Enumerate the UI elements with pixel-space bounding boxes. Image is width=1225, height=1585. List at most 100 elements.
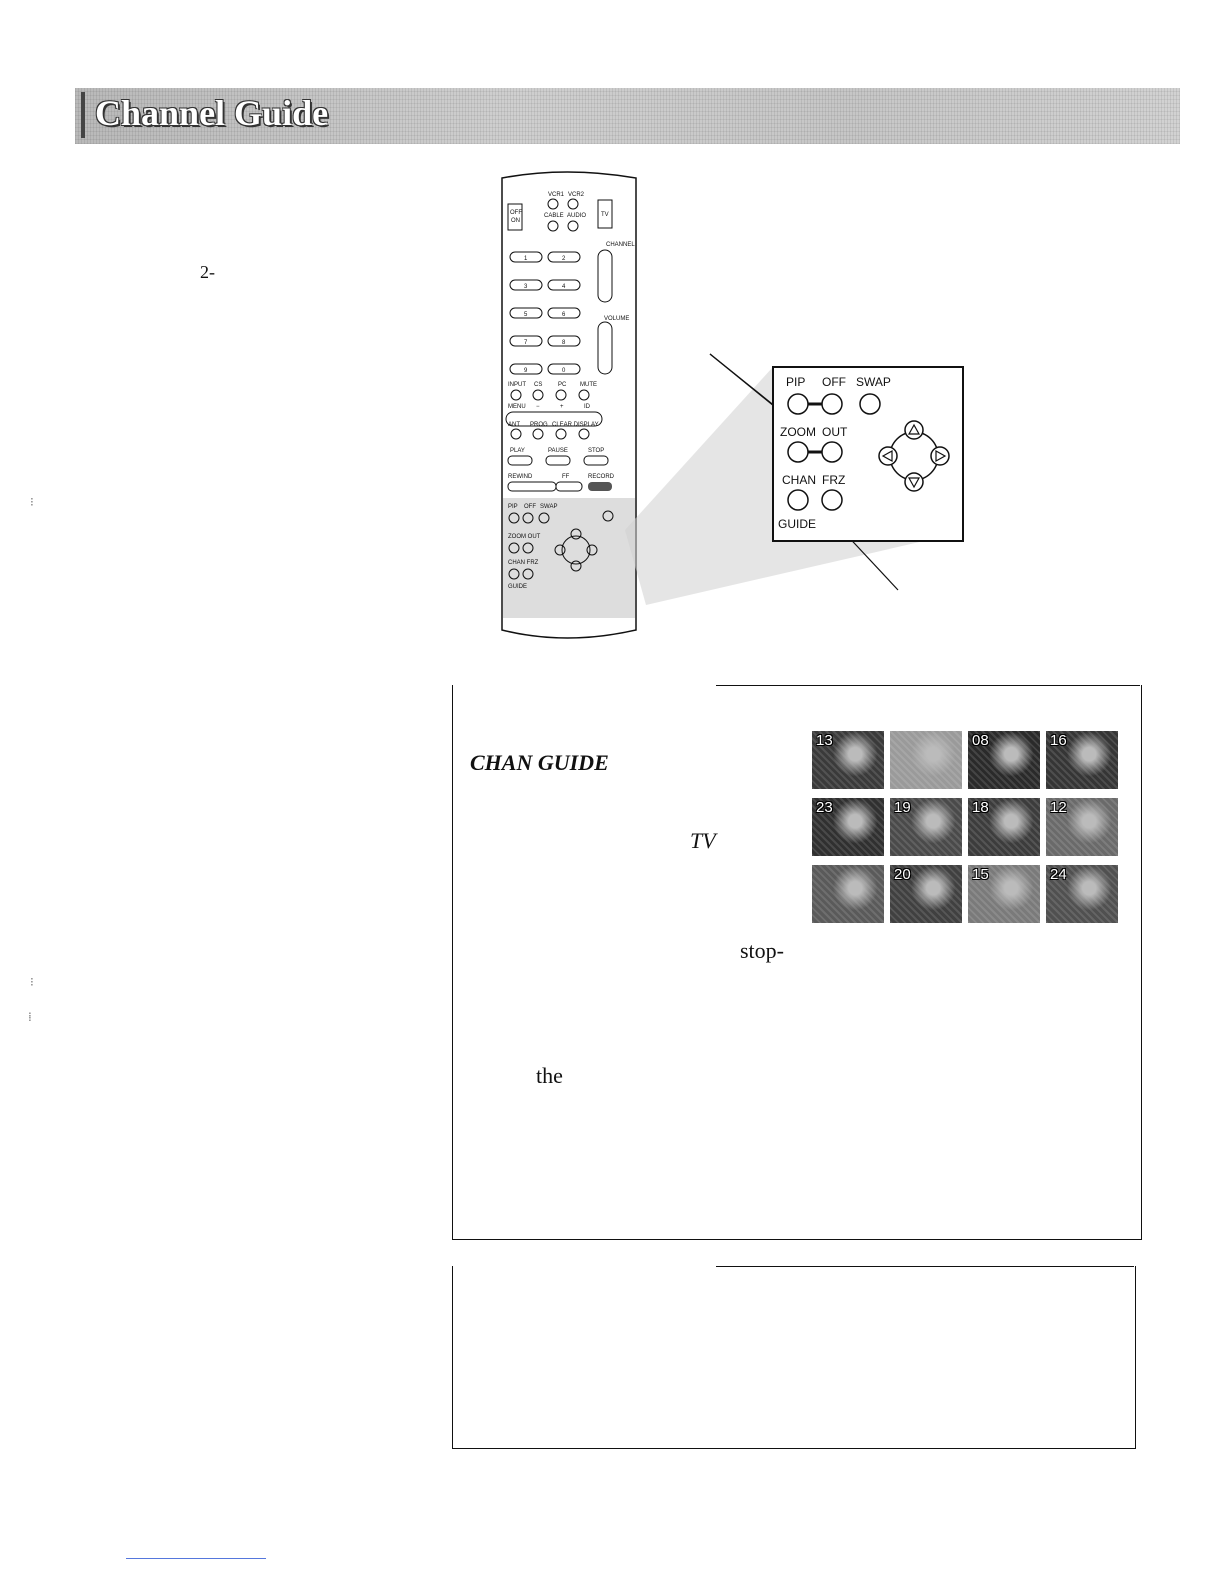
box-rule (716, 685, 1140, 686)
on-label: ON (511, 218, 520, 224)
arrow-left-button[interactable] (878, 446, 898, 466)
input-label: INPUT (508, 382, 526, 388)
page-title: Channel Guide (95, 93, 329, 133)
prog-label: PROG (530, 422, 548, 428)
off-label: OFF (510, 210, 522, 216)
channel-number: 24 (1050, 866, 1067, 883)
channel-thumbnail: 13 (812, 731, 884, 789)
margin-fragment: 2- (200, 262, 215, 282)
swap-button[interactable] (859, 393, 881, 415)
arrow-up-icon (907, 423, 921, 435)
frz-button[interactable] (821, 489, 843, 511)
off-label: OFF (822, 375, 846, 389)
banner-marker (81, 92, 85, 138)
channel-thumbnail: 19 (890, 798, 962, 856)
digit-2: 2 (562, 256, 566, 262)
channel-number: 13 (816, 732, 833, 749)
out-label: OUT (822, 425, 848, 439)
chan-guide-heading: CHAN GUIDE (470, 750, 609, 775)
cs-label: CS (534, 382, 542, 388)
channel-thumbnail (890, 731, 962, 789)
zoom-out-label-small: ZOOM OUT (508, 534, 541, 540)
digit-0: 0 (562, 368, 566, 374)
audio-label: AUDIO (567, 213, 586, 219)
clear-display-label: CLEAR DISPLAY (552, 422, 599, 428)
channel-thumbnail: 12 (1046, 798, 1118, 856)
ant-label: ANT (508, 422, 520, 428)
swap-label: SWAP (856, 375, 891, 389)
chan-frz-label-small: CHAN FRZ (508, 560, 539, 566)
channel-number: 19 (894, 799, 911, 816)
ff-label: FF (562, 474, 570, 480)
digit-5: 5 (524, 312, 528, 318)
vcr1-label: VCR1 (548, 192, 565, 198)
channel-number: 08 (972, 732, 989, 749)
digit-4: 4 (562, 284, 566, 290)
channel-thumbnail: 15 (968, 865, 1040, 923)
channel-number: 12 (1050, 799, 1067, 816)
pip-label-small: PIP (508, 504, 518, 510)
channel-thumbnail: 24 (1046, 865, 1118, 923)
out-button[interactable] (821, 441, 843, 463)
channel-label: CHANNEL (606, 242, 635, 248)
channel-thumbnail (812, 865, 884, 923)
menu-label: MENU (508, 404, 526, 410)
arrow-up-button[interactable] (904, 420, 924, 440)
digit-8: 8 (562, 340, 566, 346)
arrow-right-icon (935, 449, 947, 463)
pip-button[interactable] (787, 393, 809, 415)
digit-7: 7 (524, 340, 528, 346)
info-box-secondary (452, 1266, 1136, 1449)
channel-number: 23 (816, 799, 833, 816)
channel-number: 15 (972, 866, 989, 883)
header-banner: Channel Guide (75, 88, 1180, 144)
cable-label: CABLE (544, 213, 564, 219)
stop-word: stop- (740, 938, 784, 963)
id-label: ID (584, 404, 591, 410)
arrow-left-icon (881, 449, 893, 463)
digit-9: 9 (524, 368, 528, 374)
off-label-small: OFF (524, 504, 536, 510)
digit-3: 3 (524, 284, 528, 290)
scan-speck: ⁝ (30, 975, 34, 989)
arrow-right-button[interactable] (930, 446, 950, 466)
guide-label-small: GUIDE (508, 584, 527, 590)
plus-label: + (560, 404, 564, 410)
tv-word: TV (690, 828, 716, 853)
chan-label: CHAN (782, 473, 816, 487)
channel-thumbnail: 20 (890, 865, 962, 923)
pc-label: PC (558, 382, 567, 388)
pip-label: PIP (786, 375, 805, 389)
enlarged-pip-panel: PIP OFF SWAP ZOOM OUT CHAN FRZ GUIDE (772, 366, 964, 542)
scan-speck: ⁝ (30, 495, 34, 509)
channel-thumbnail: 23 (812, 798, 884, 856)
scan-speck: ⁞ (28, 1010, 32, 1024)
the-word: the (536, 1063, 563, 1088)
arrow-down-button[interactable] (904, 472, 924, 492)
zoom-button[interactable] (787, 441, 809, 463)
channel-thumbnail-grid: 13 08 16 23 19 18 12 20 15 24 (812, 731, 1124, 923)
swap-label-small: SWAP (540, 504, 557, 510)
digit-6: 6 (562, 312, 566, 318)
mute-label: MUTE (580, 382, 597, 388)
info-box-chan-guide (452, 685, 1142, 1240)
footer-rule (126, 1558, 266, 1559)
chan-guide-button[interactable] (787, 489, 809, 511)
volume-label: VOLUME (604, 316, 629, 322)
tv-label: TV (601, 212, 609, 218)
minus-label: − (536, 404, 540, 410)
zoom-label: ZOOM (780, 425, 816, 439)
channel-thumbnail: 16 (1046, 731, 1118, 789)
record-label: RECORD (588, 474, 615, 480)
channel-number: 20 (894, 866, 911, 883)
frz-label: FRZ (822, 473, 845, 487)
guide-label: GUIDE (778, 517, 816, 531)
remote-control-illustration: OFF ON VCR1 VCR2 CABLE AUDIO TV CHANNEL … (501, 171, 637, 639)
channel-thumbnail: 08 (968, 731, 1040, 789)
off-button[interactable] (821, 393, 843, 415)
digit-1: 1 (524, 256, 528, 262)
stop-label: STOP (588, 448, 604, 454)
channel-number: 16 (1050, 732, 1067, 749)
channel-number: 18 (972, 799, 989, 816)
pause-label: PAUSE (548, 448, 568, 454)
